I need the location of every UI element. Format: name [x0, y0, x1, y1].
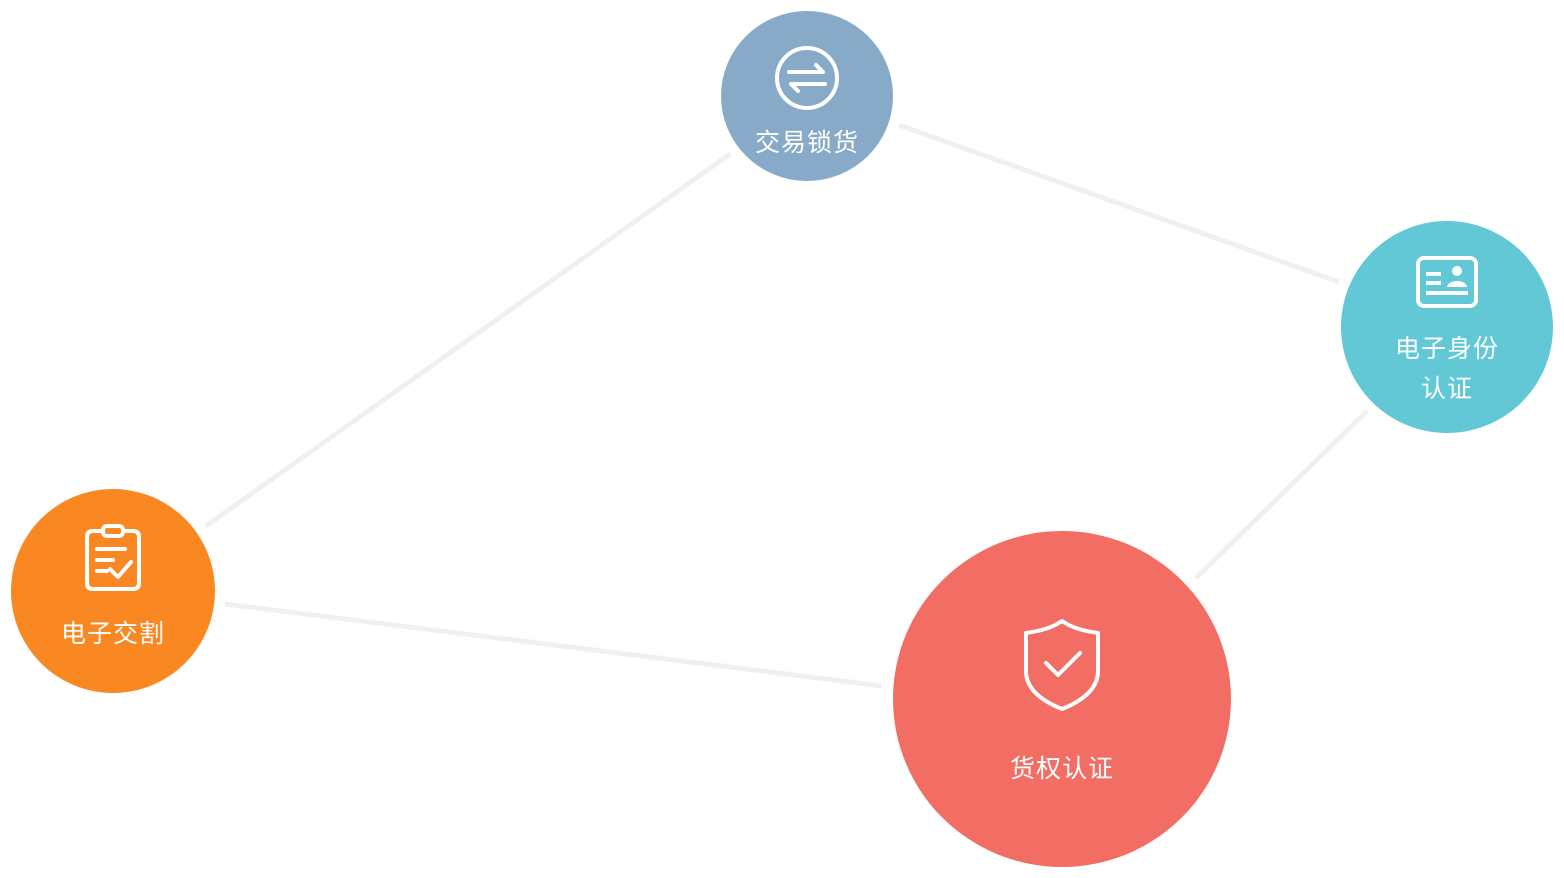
edge-delivery-cert [224, 601, 883, 689]
edge-trade-delivery [204, 151, 732, 529]
node-electronic-delivery[interactable]: 电子交割 [11, 489, 215, 693]
node-label: 电子交割 [11, 614, 215, 654]
node-ownership-certification[interactable]: 货权认证 [893, 531, 1231, 867]
node-label: 电子身份 认证 [1341, 329, 1553, 409]
node-label-line: 电子身份 [1394, 334, 1499, 363]
node-label-line: 货权认证 [1009, 754, 1114, 783]
node-electronic-identity[interactable]: 电子身份 认证 [1341, 221, 1553, 433]
node-label-line: 认证 [1420, 374, 1473, 403]
exchange-arrows-icon [775, 46, 839, 110]
node-label: 交易锁货 [721, 123, 893, 163]
node-trade-lock[interactable]: 交易锁货 [721, 11, 893, 181]
edge-eid-cert [1194, 409, 1369, 580]
shield-check-icon [1024, 619, 1100, 711]
edge-trade-eid [898, 122, 1340, 285]
clipboard-check-icon [85, 524, 141, 591]
node-label-line: 电子交割 [60, 619, 165, 648]
node-label-line: 交易锁货 [754, 128, 859, 157]
id-card-icon [1416, 256, 1478, 308]
node-label: 货权认证 [893, 749, 1231, 789]
